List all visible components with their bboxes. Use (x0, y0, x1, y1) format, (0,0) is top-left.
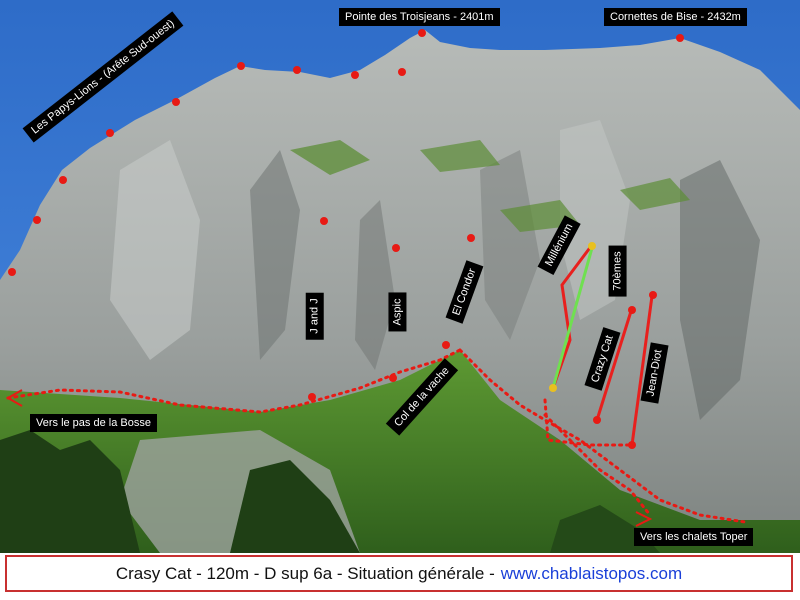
rock-highlight (110, 140, 200, 360)
forest (0, 430, 140, 553)
place-label-bosse: Vers le pas de la Bosse (30, 414, 157, 432)
route-label-j-and-j: J and J (305, 292, 324, 340)
approach-trail (6, 348, 747, 524)
forest (550, 505, 660, 553)
caption-link[interactable]: www.chablaistopos.com (500, 563, 683, 583)
gully-shadow (355, 200, 395, 370)
arrow-left-icon (5, 389, 23, 407)
grass-ledge (620, 178, 690, 210)
route-jean-diot-line (630, 295, 654, 446)
route-millenium-line (551, 244, 594, 389)
route-70emes-line (551, 247, 594, 389)
gully-shadow (250, 150, 300, 360)
waypoint-dots (8, 29, 684, 449)
caption-bar: Crasy Cat - 120m - D sup 6a - Situation … (5, 555, 793, 592)
summit-label-troisjeans: Pointe des Troisjeans - 2401m (339, 8, 500, 26)
arrow-right-icon (635, 511, 653, 527)
gully-shadow (480, 150, 540, 340)
summit-label-bise: Cornettes de Bise - 2432m (604, 8, 747, 26)
mountain-photo (0, 0, 800, 553)
gully-shadow (680, 160, 760, 420)
route-crazy-cat-line (595, 307, 634, 421)
caption-text: Crasy Cat - 120m - D sup 6a - Situation … (115, 563, 495, 583)
forest (230, 460, 360, 553)
place-label-toper: Vers les chalets Toper (634, 528, 754, 546)
route-label-aspic: Aspic (388, 292, 407, 332)
grass-ledge (420, 140, 500, 172)
grass-ledge (290, 140, 370, 175)
route-label-70emes: 70èmes (608, 245, 627, 297)
